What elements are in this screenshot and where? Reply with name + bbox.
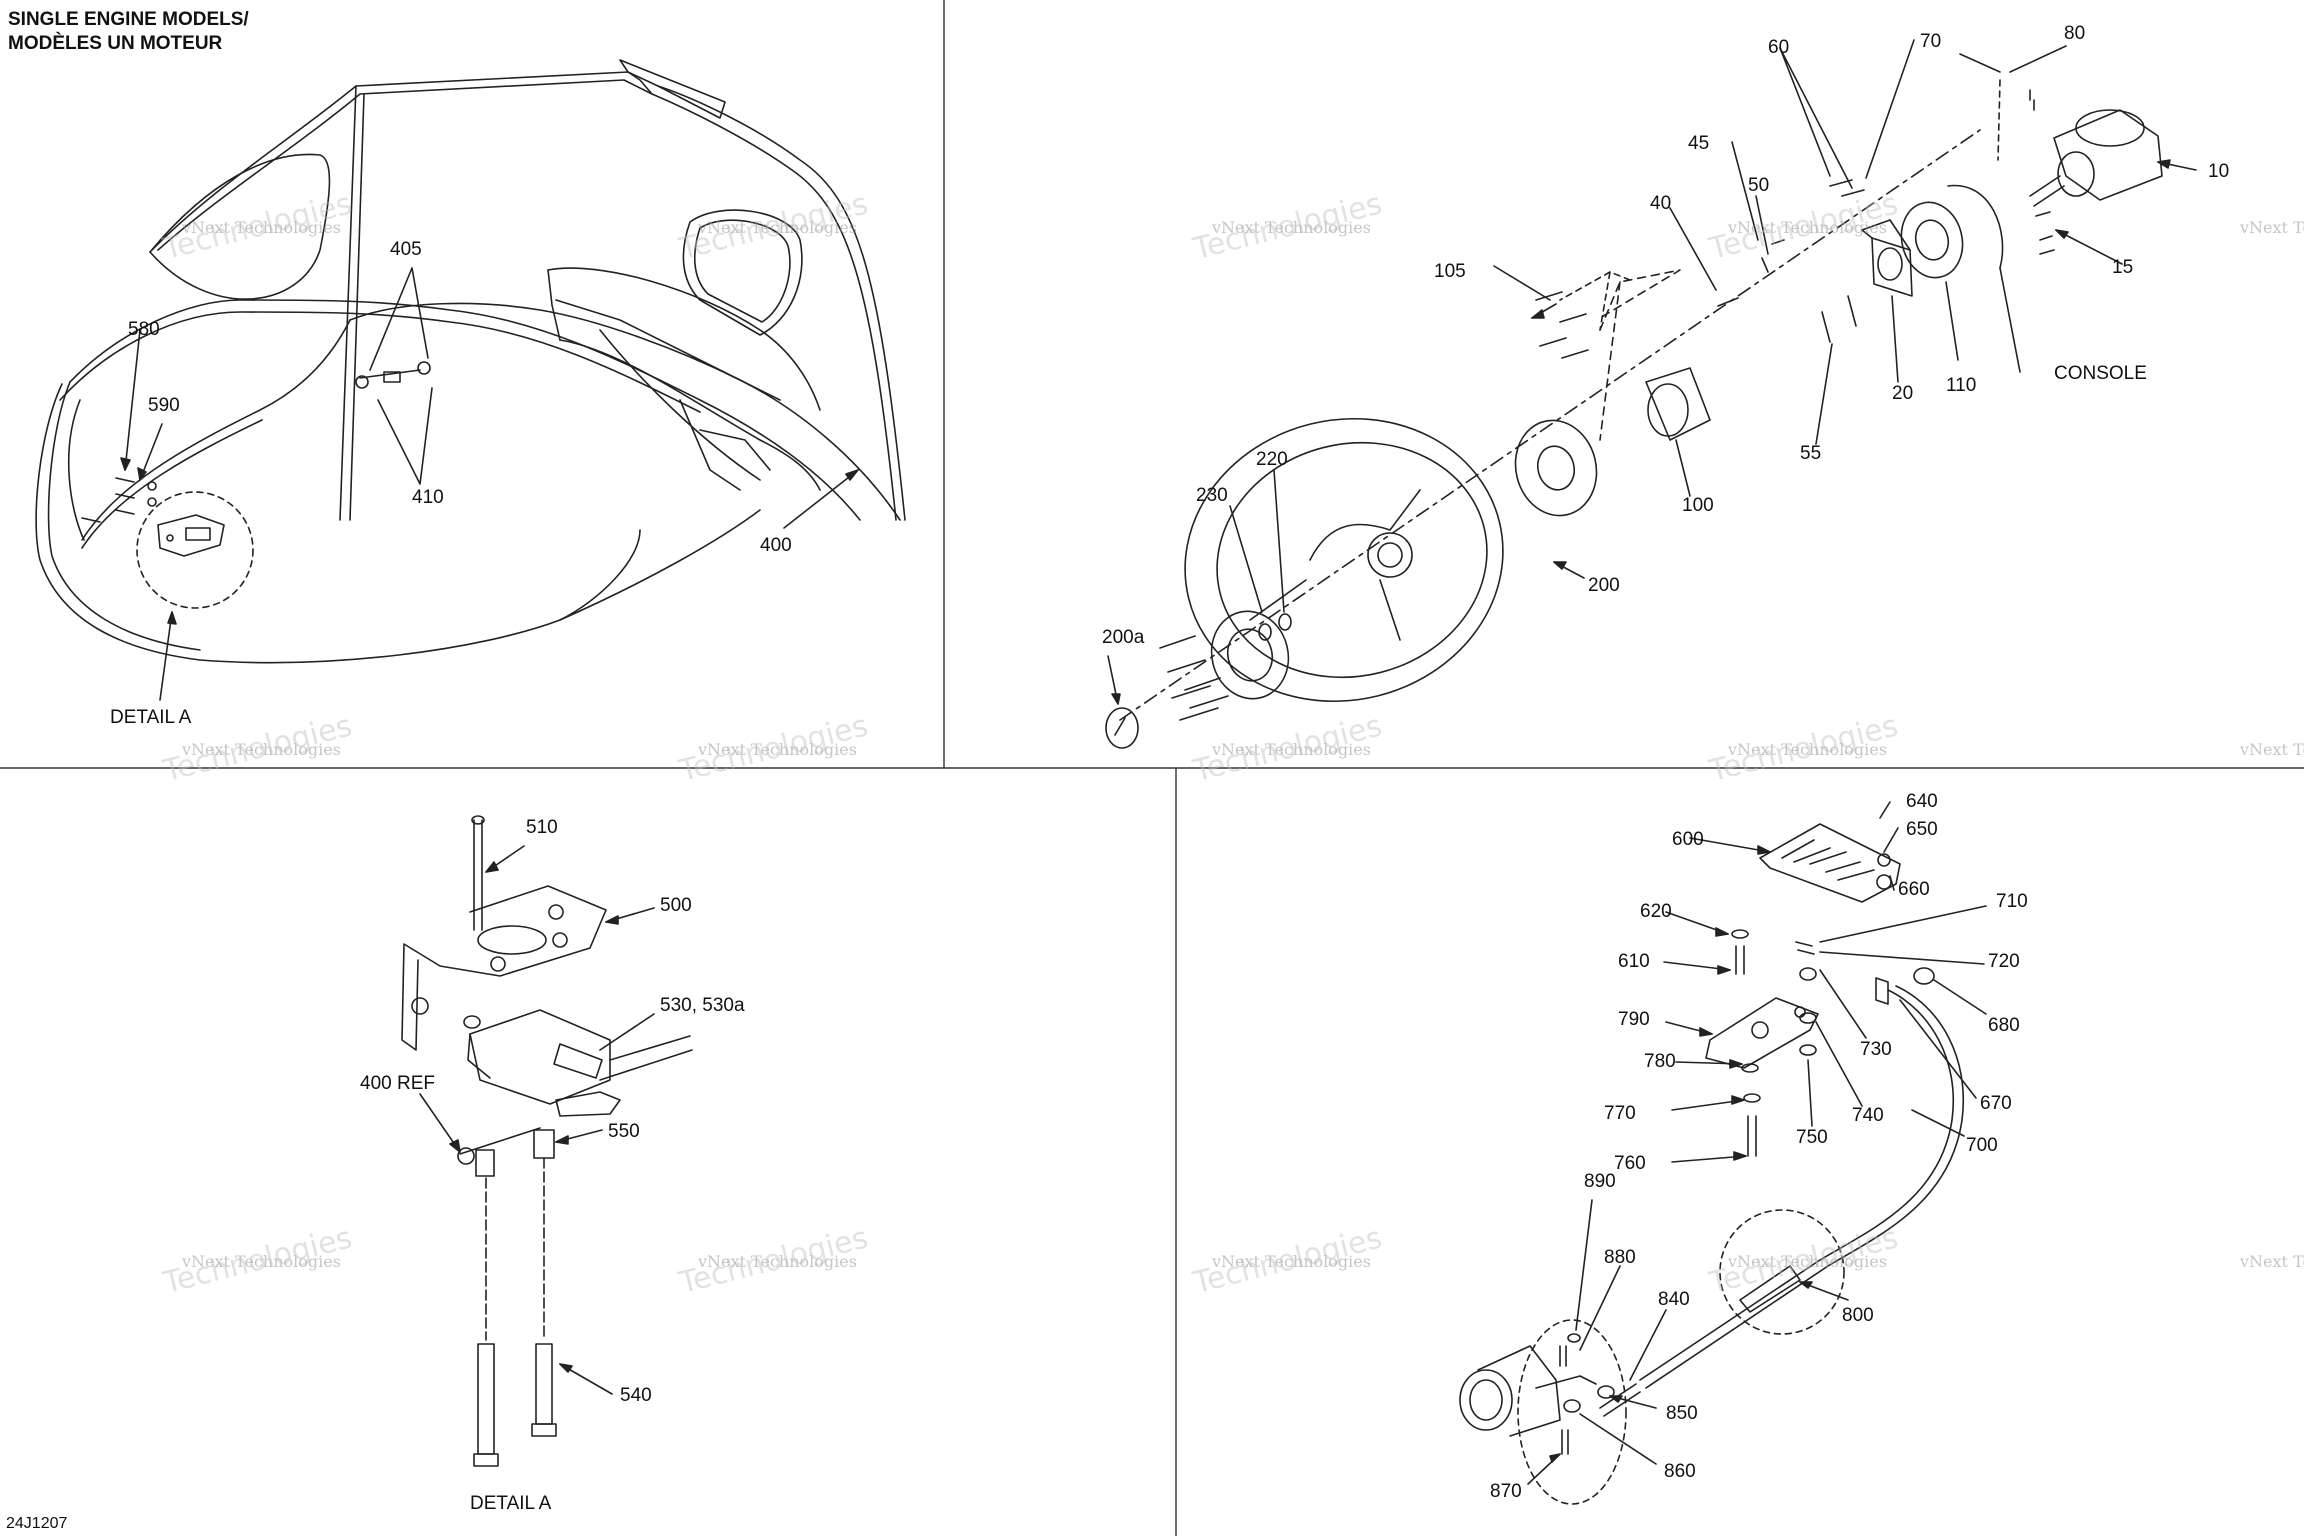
callout-510: 510 (526, 817, 558, 838)
callout-890: 890 (1584, 1171, 1616, 1192)
callout-600: 600 (1672, 829, 1704, 850)
detail-a-label: DETAIL A (470, 1493, 552, 1514)
callout-840: 840 (1658, 1289, 1690, 1310)
callout-410: 410 (412, 487, 444, 508)
title-line-1: SINGLE ENGINE MODELS/ (8, 9, 249, 30)
callout-780: 780 (1644, 1051, 1676, 1072)
callout-790: 790 (1618, 1009, 1650, 1030)
callout-650: 650 (1906, 819, 1938, 840)
callout-590: 590 (148, 395, 180, 416)
callout-720: 720 (1988, 951, 2020, 972)
callout-850: 850 (1666, 1403, 1698, 1424)
title-line-2: MODÈLES UN MOTEUR (8, 33, 223, 54)
callout-760: 760 (1614, 1153, 1646, 1174)
callout-550: 550 (608, 1121, 640, 1142)
steering-assembly-drawing (1106, 40, 2196, 748)
callout-700: 700 (1966, 1135, 1998, 1156)
callout-670: 670 (1980, 1093, 2012, 1114)
callout-55: 55 (1800, 443, 1822, 464)
callout-500: 500 (660, 895, 692, 916)
callout-530-530a: 530, 530a (660, 995, 745, 1016)
page-title: SINGLE ENGINE MODELS/ MODÈLES UN MOTEUR (8, 8, 249, 56)
callout-540: 540 (620, 1385, 652, 1406)
callout-80: 80 (2064, 23, 2086, 44)
callout-15: 15 (2112, 257, 2134, 278)
callout-640: 640 (1906, 791, 1938, 812)
callout-400: 400 (760, 535, 792, 556)
callout-10: 10 (2208, 161, 2230, 182)
callout-220: 220 (1256, 449, 1288, 470)
callout-880: 880 (1604, 1247, 1636, 1268)
callout-110: 110 (1946, 375, 1977, 396)
callout-710: 710 (1996, 891, 2028, 912)
callout-400-ref: 400 REF (360, 1073, 435, 1094)
callout-100: 100 (1682, 495, 1714, 516)
callout-200: 200 (1588, 575, 1620, 596)
callout-620: 620 (1640, 901, 1672, 922)
callout-680: 680 (1988, 1015, 2020, 1036)
callout-105: 105 (1434, 261, 1466, 282)
console-hull-drawing (36, 60, 905, 700)
callout-860: 860 (1664, 1461, 1696, 1482)
callout-770: 770 (1604, 1103, 1636, 1124)
callout-60: 60 (1768, 37, 1790, 58)
callout-40: 40 (1650, 193, 1672, 214)
callout-230: 230 (1196, 485, 1228, 506)
linkage-assembly-drawing (1460, 802, 1986, 1504)
detail-a-drawing (402, 816, 692, 1466)
callout-580: 580 (128, 319, 160, 340)
callout-740: 740 (1852, 1105, 1884, 1126)
callout-console: CONSOLE (2054, 363, 2147, 384)
callout-750: 750 (1796, 1127, 1828, 1148)
callout-45: 45 (1688, 133, 1710, 154)
callout-405: 405 (390, 239, 422, 260)
callout-50: 50 (1748, 175, 1770, 196)
callout-70: 70 (1920, 31, 1942, 52)
callout-870: 870 (1490, 1481, 1522, 1502)
detail-a-label: DETAIL A (110, 707, 192, 728)
drawing-id: 24J1207 (6, 1515, 68, 1532)
callout-800: 800 (1842, 1305, 1874, 1326)
callout-610: 610 (1618, 951, 1650, 972)
callout-200a: 200a (1102, 627, 1145, 648)
callout-20: 20 (1892, 383, 1914, 404)
callout-730: 730 (1860, 1039, 1892, 1060)
callout-660: 660 (1898, 879, 1930, 900)
